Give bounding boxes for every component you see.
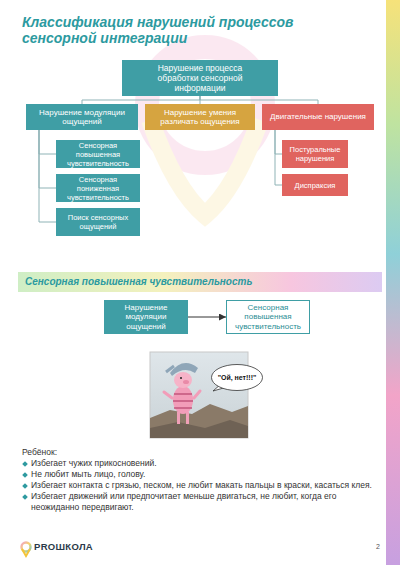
node-text: Нарушение умения различать ощущения — [148, 108, 252, 127]
node-text: Нарушение модуляции ощущений — [29, 108, 135, 127]
page-number: 2 — [376, 543, 380, 550]
bubble-ellipse — [212, 365, 263, 391]
bullet-item: Избегает чужих прикосновений. — [22, 458, 380, 469]
node-text: Сенсорная повышенная чувствительность — [25, 276, 252, 288]
tree-connector — [200, 96, 318, 104]
subtype-box: Сенсорная пониженная чувствительность — [56, 174, 140, 202]
bullet-item: Не любит мыть лицо, голову. — [22, 469, 380, 480]
process-box: Нарушение модуляции ощущений — [104, 300, 188, 334]
side-gradient-strip — [386, 0, 400, 565]
brand-logo: PROШКОЛА — [34, 541, 93, 552]
text-block: Ребёнок:Избегает чужих прикосновений.Не … — [22, 447, 380, 513]
category-box: Двигательные нарушения — [262, 104, 374, 130]
node-text: Сенсорная пониженная чувствительность — [59, 175, 137, 202]
tree-connector — [275, 130, 282, 154]
category-box: Нарушение умения различать ощущения — [145, 104, 255, 130]
subtype-box: Сенсорная повышенная чувствительность — [56, 140, 140, 168]
process-box: Сенсорная повышенная чувствительность — [226, 300, 310, 334]
list-heading: Ребёнок: — [22, 447, 380, 458]
node-text: Сенсорная повышенная чувствительность — [230, 303, 306, 332]
footer-logo-icon — [22, 543, 31, 557]
subtype-box: Поиск сенсорных ощущений — [56, 208, 140, 236]
bullet-item: Избегает контакта с грязью, песком, не л… — [22, 480, 380, 491]
tree-connector — [39, 130, 56, 154]
tree-connector — [275, 130, 282, 185]
node-text: Двигательные нарушения — [270, 112, 366, 122]
section-band: Сенсорная повышенная чувствительность — [18, 272, 382, 292]
node-text: Нарушение модуляции ощущений — [107, 303, 185, 332]
tree-connector — [39, 130, 56, 222]
tree-connector — [82, 96, 200, 104]
category-box: Нарушение модуляции ощущений — [26, 104, 138, 130]
node-text: "Ой, нет!!!" — [218, 373, 257, 382]
node-text: Диспраксия — [295, 181, 336, 190]
tree-connector — [39, 130, 56, 188]
page-title: Классификация нарушений процессов сенсор… — [22, 14, 317, 46]
arrow-connector — [188, 317, 226, 318]
node-text: Поиск сенсорных ощущений — [59, 213, 137, 231]
speech-bubble: "Ой, нет!!!" — [211, 364, 263, 391]
subtype-box: Диспраксия — [282, 174, 348, 196]
root-box: Нарушение процесса обработки сенсорной и… — [122, 60, 278, 96]
node-text: Нарушение процесса обработки сенсорной и… — [148, 63, 252, 93]
bullet-item: Избегает движений или предпочитает меньш… — [22, 491, 380, 513]
node-text: Постуральные нарушения — [285, 145, 345, 163]
subtype-box: Постуральные нарушения — [282, 140, 348, 168]
node-text: Сенсорная повышенная чувствительность — [59, 141, 137, 168]
